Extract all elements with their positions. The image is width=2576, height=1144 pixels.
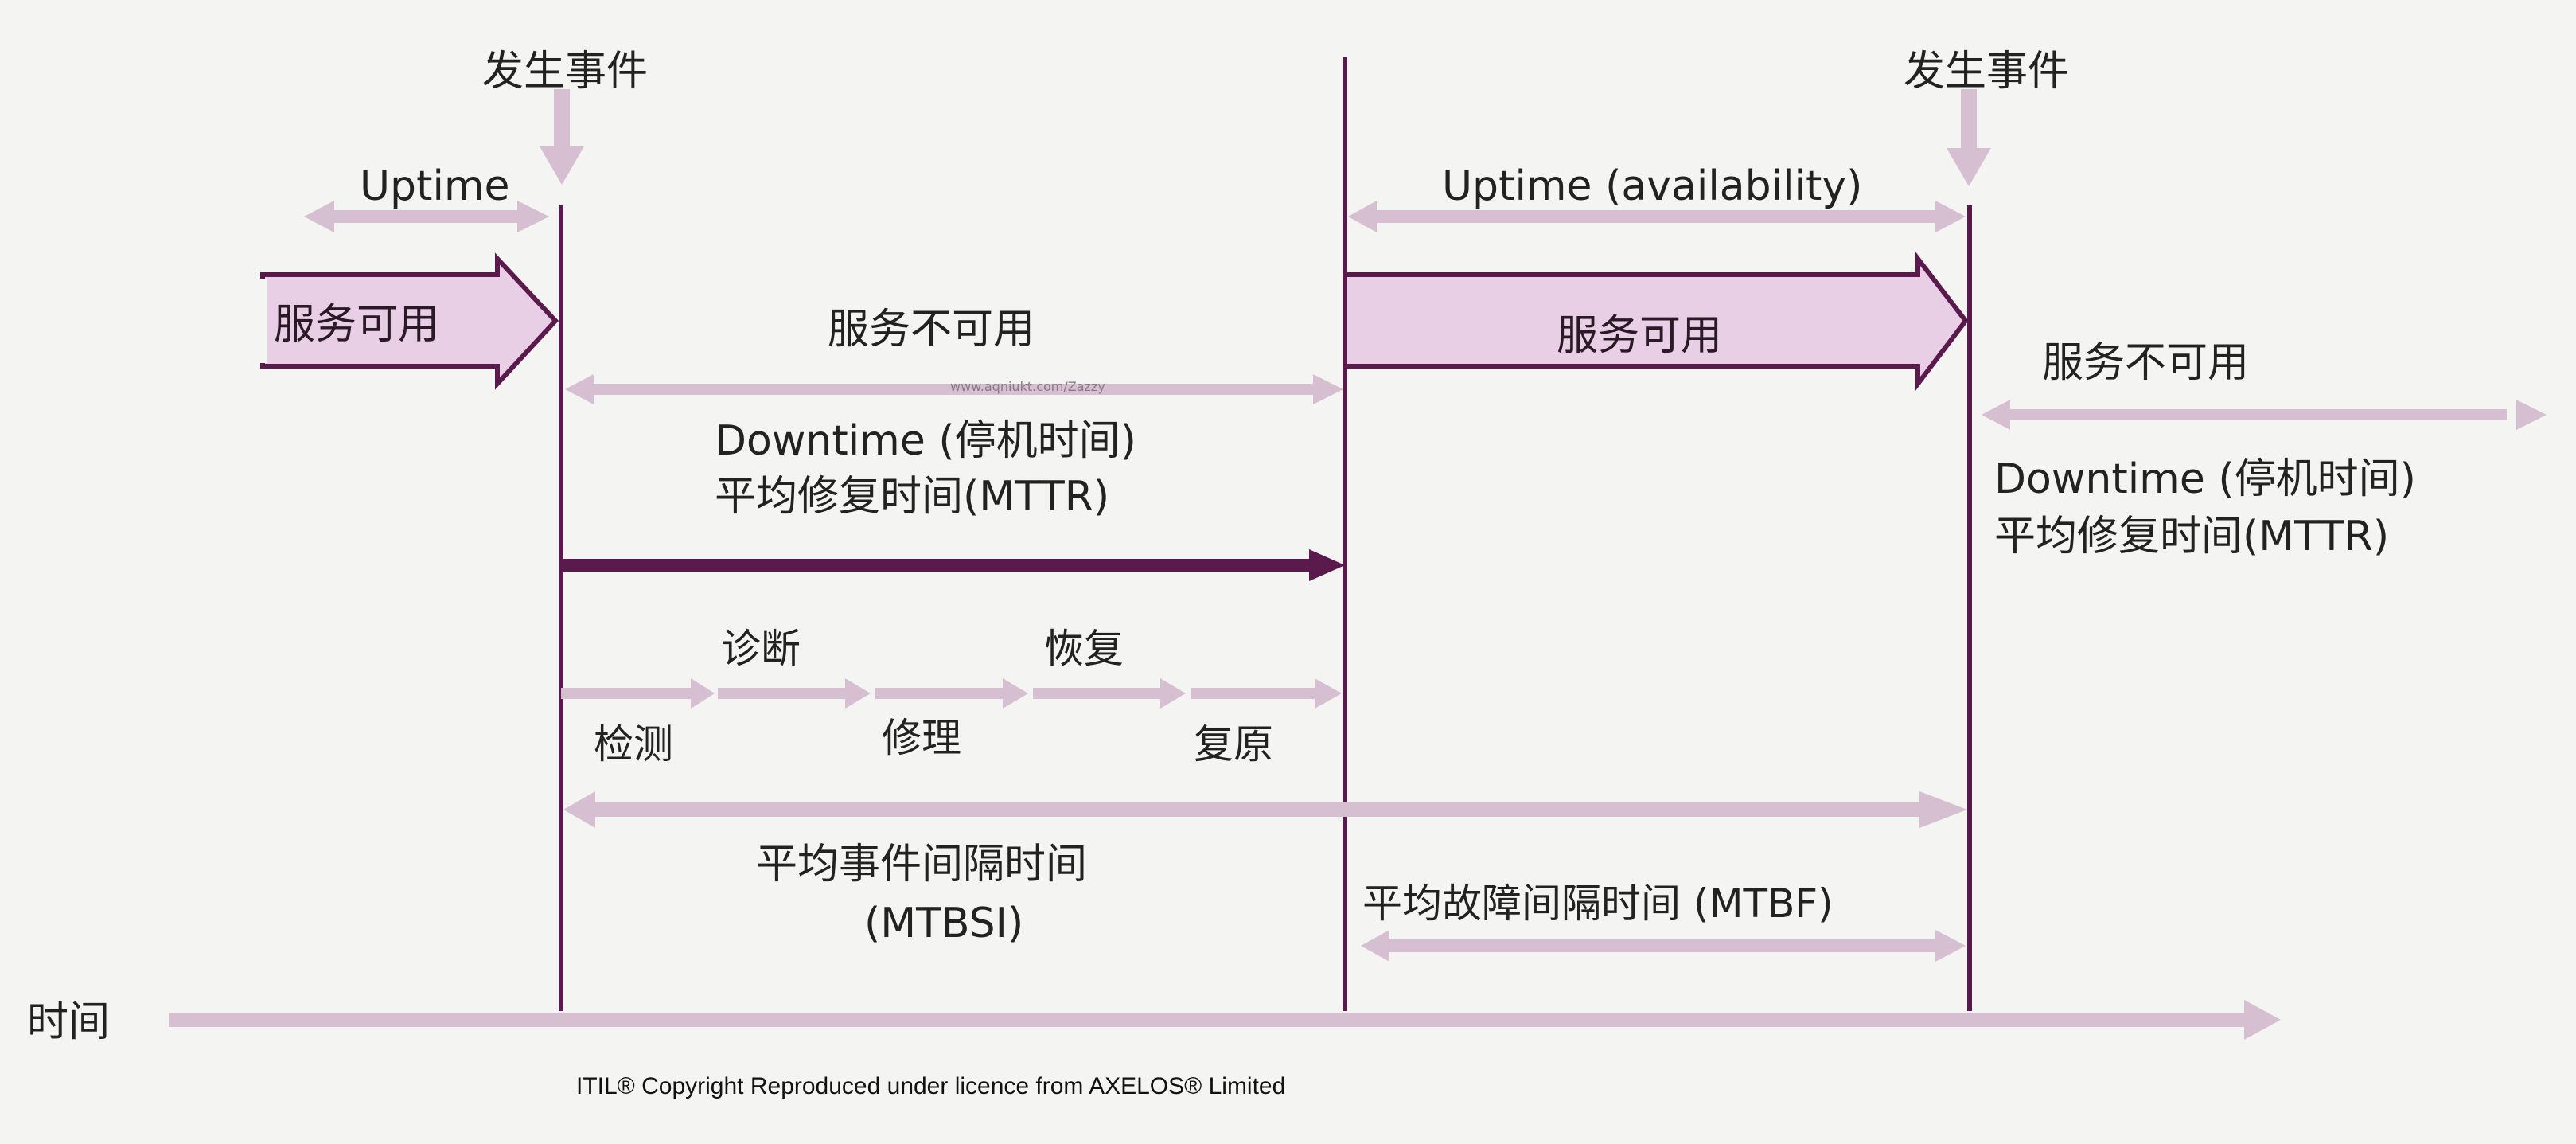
stage-arrow-diagnose [718,678,871,709]
stage-label-detect: 检测 [594,721,673,767]
service-available-left-arrow [260,252,559,390]
time-axis-arrow [169,1000,2281,1040]
service-unavailable-double-arrow [565,374,1343,404]
mtbsi-label-line1: 平均事件间隔时间 [756,841,1088,888]
mttr-label-2: 平均修复时间(MTTR) [1994,513,2390,560]
stage-arrow-detect [561,678,715,709]
stage-arrow-repair [875,678,1028,709]
service-unavailable-right-double-arrow [1982,400,2547,430]
service-available-left-label: 服务可用 [274,301,440,349]
mtbf-double-arrow [1361,930,1966,962]
uptime-availability-double-arrow [1348,201,1966,232]
event1-down-arrow [540,89,584,185]
service-unavailable-label-1: 服务不可用 [828,306,1035,353]
service-available-right-label: 服务可用 [1557,312,1723,360]
uptime-left-double-arrow [304,201,549,232]
event1-label: 发生事件 [482,48,649,96]
uptime-availability-label: Uptime (availability) [1442,162,1863,210]
mtbsi-label-line2: (MTBSI) [864,900,1024,947]
watermark-text: www.aqniukt.com/Zazzy [950,379,1105,394]
stage-label-recover: 恢复 [1044,626,1124,672]
mtbf-label: 平均故障间隔时间 (MTBF) [1362,880,1834,927]
event2-label: 发生事件 [1904,48,2070,96]
stage-arrow-restore [1191,678,1342,709]
mttr-label-1: 平均修复时间(MTTR) [715,473,1110,521]
mttr-arrow [561,549,1345,581]
stage-label-restore: 复原 [1194,721,1273,767]
stage-arrow-recover [1033,678,1186,709]
uptime-left-label: Uptime [360,162,510,210]
service-available-right-arrow [1343,252,1969,391]
downtime-label-2: Downtime (停机时间) [1994,455,2416,503]
time-axis-label: 时间 [27,998,111,1046]
service-unavailable-label-2: 服务不可用 [2042,339,2250,387]
stage-label-repair: 修理 [882,715,961,761]
event2-down-arrow [1947,89,1991,186]
downtime-label-1: Downtime (停机时间) [715,417,1136,465]
copyright-notice: ITIL® Copyright Reproduced under licence… [576,1073,1286,1099]
mtbsi-double-arrow [563,791,1967,828]
stage-label-diagnose: 诊断 [721,626,801,672]
